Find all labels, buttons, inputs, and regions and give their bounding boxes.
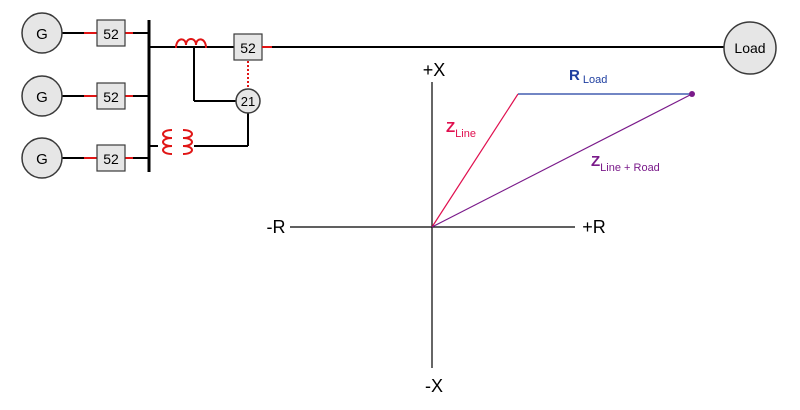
generator-row-2: G 52 (21, 75, 149, 117)
z-line-label-main: Z (446, 119, 455, 136)
voltage-transformer-icon (182, 129, 193, 155)
axis-label-pos-x: +X (423, 60, 446, 80)
load-label: Load (734, 40, 765, 56)
axis-label-pos-r: +R (582, 217, 606, 237)
generator-icon (21, 75, 63, 117)
breaker-label: 52 (103, 26, 119, 42)
generator-row-1: G 52 (21, 12, 149, 54)
z-line-label-sub: Line (455, 128, 476, 140)
z-line-vector (431, 93, 519, 228)
load-icon (723, 21, 777, 75)
distance-relay-icon (235, 88, 261, 114)
z-total-label-main: Z (591, 153, 600, 170)
generator-icon (21, 12, 63, 54)
breaker-label: 52 (103, 151, 119, 167)
vector-endpoint-dot (689, 91, 695, 97)
generator-label: G (36, 26, 48, 43)
breaker-label: 52 (103, 89, 119, 105)
voltage-transformer-icon (162, 129, 173, 155)
axis-label-neg-r: -R (267, 217, 286, 237)
z-total-label: ZLine + Road (591, 153, 660, 174)
z-total-vector (431, 93, 693, 228)
z-total-label-sub: Line + Road (600, 162, 660, 174)
breaker-box (96, 82, 126, 110)
r-load-label-sub: Load (583, 74, 607, 86)
one-line-diagram: G 52 G 52 G 52 (21, 12, 777, 179)
relay-label: 21 (241, 94, 255, 109)
z-line-label: ZLine (446, 119, 476, 140)
generator-row-3: G 52 (21, 137, 149, 179)
generator-icon (21, 137, 63, 179)
line-breaker-label: 52 (240, 40, 256, 56)
generator-label: G (36, 89, 48, 106)
generator-label: G (36, 151, 48, 168)
breaker-box (96, 19, 126, 47)
axis-label-neg-x: -X (425, 376, 443, 396)
current-transformer-icon (175, 38, 207, 49)
breaker-box (96, 144, 126, 172)
line-breaker-box (233, 33, 263, 61)
r-load-label-main: R (569, 67, 580, 84)
